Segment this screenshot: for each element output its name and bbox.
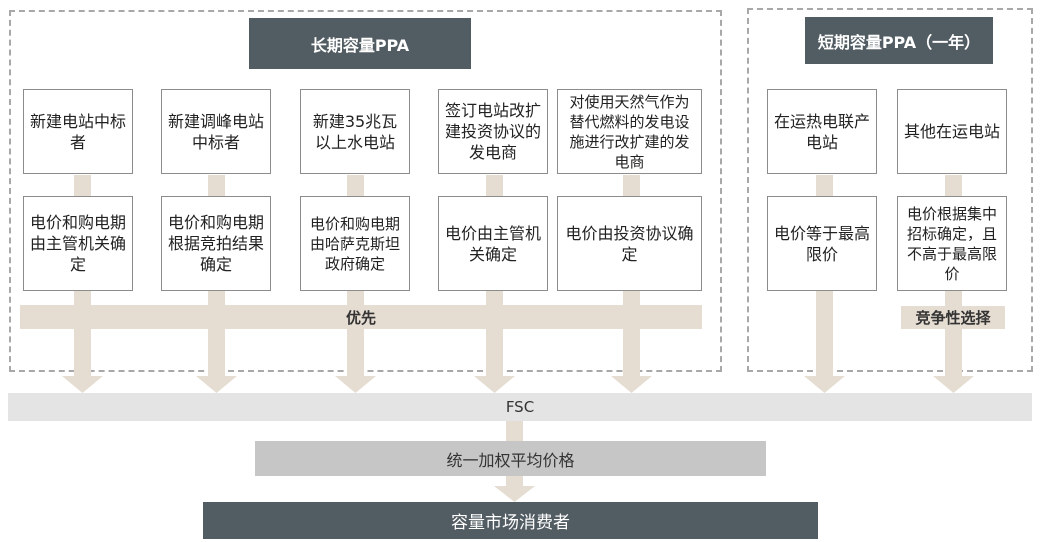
connector-stem [506, 476, 523, 488]
down-arrow-icon [611, 376, 652, 393]
down-arrow-icon [494, 486, 535, 502]
down-arrow-icon [196, 376, 237, 393]
competitive-selection-tag: 竞争性选择 [901, 306, 1005, 329]
short-term-group [747, 8, 1033, 372]
down-arrow-icon [804, 376, 845, 393]
capacity-market-consumers-bar: 容量市场消费者 [203, 502, 818, 539]
participant-box: 在运热电联产电站 [767, 89, 877, 174]
participant-box: 其他在运电站 [897, 89, 1007, 174]
pricing-box: 电价由投资协议确定 [557, 196, 702, 291]
long-term-ppa-header: 长期容量PPA [249, 18, 471, 69]
down-arrow-icon [933, 376, 974, 393]
participant-box: 新建35兆瓦以上水电站 [300, 89, 410, 174]
down-arrow-icon [335, 376, 376, 393]
pricing-box: 电价和购电期根据竞拍结果确定 [161, 196, 271, 291]
pricing-box: 电价根据集中招标确定，且不高于最高限价 [897, 196, 1007, 291]
long-term-group [9, 10, 722, 372]
participant-box: 新建调峰电站中标者 [161, 89, 271, 174]
short-term-ppa-header: 短期容量PPA（一年） [805, 17, 993, 64]
weighted-average-price-bar: 统一加权平均价格 [255, 441, 766, 476]
pricing-box: 电价和购电期由主管机关确定 [23, 196, 133, 291]
priority-band: 优先 [20, 305, 702, 329]
pricing-box: 电价由主管机关确定 [438, 196, 548, 291]
participant-box: 对使用天然气作为替代燃料的发电设施进行改扩建的发电商 [557, 89, 702, 174]
participant-box: 新建电站中标者 [23, 89, 133, 174]
fsc-bar: FSC [8, 393, 1032, 421]
pricing-box: 电价等于最高限价 [767, 196, 877, 291]
down-arrow-icon [62, 376, 103, 393]
participant-box: 签订电站改扩建投资协议的发电商 [438, 89, 548, 174]
pricing-box: 电价和购电期由哈萨克斯坦政府确定 [300, 196, 410, 291]
down-arrow-icon [474, 376, 515, 393]
connector-stem [506, 421, 523, 441]
